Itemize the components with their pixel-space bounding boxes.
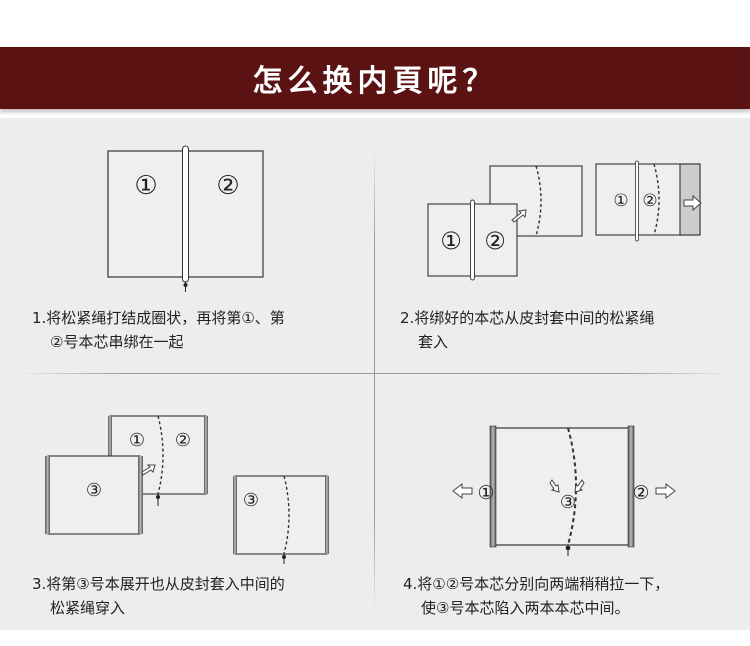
step3-label-two: ② <box>175 430 191 451</box>
step2b-label-one: ① <box>613 191 628 211</box>
arrow-left-icon <box>452 482 473 500</box>
step3-label-three: ③ <box>86 480 102 501</box>
step1-line1: 1.将松紧绳打结成圈状，再将第①、第 <box>32 309 285 327</box>
horizontal-divider <box>20 373 730 374</box>
step3-label-one: ① <box>129 430 145 451</box>
step1-line2: ②号本芯串绑在一起 <box>50 333 184 351</box>
step3-line2: 松紧绳穿入 <box>50 599 126 617</box>
step3-diagram: ① ② ③ ③ <box>45 415 329 564</box>
step2b-label-two: ② <box>642 191 657 211</box>
step4-label-two: ② <box>632 482 649 504</box>
bottom-margin <box>0 630 750 646</box>
step4-label-three: ③ <box>560 492 576 513</box>
step4-text: 4.将①②号本芯分别向两端稍稍拉一下， 使③号本芯陷入两本本芯中间。 <box>403 572 669 620</box>
step3b-label-three: ③ <box>243 490 259 511</box>
title-banner: 怎么换内頁呢？ <box>0 47 750 109</box>
step4-line2: 使③号本芯陷入两本本芯中间。 <box>421 599 630 617</box>
step3-text: 3.将第③号本展开也从皮封套入中间的 松紧绳穿入 <box>32 572 285 620</box>
step1-diagram: ① ② <box>107 145 264 292</box>
step2-diagram: ① ② ① ② <box>427 160 702 281</box>
step4-diagram: ③ ① ② <box>452 425 676 556</box>
step1-label-one: ① <box>134 171 157 201</box>
step2-text: 2.将绑好的本芯从皮封套中间的松紧绳 套入 <box>400 306 654 354</box>
page-title: 怎么换内頁呢？ <box>252 64 498 99</box>
step2-line2: 套入 <box>418 333 449 351</box>
step2-label-one: ① <box>440 227 462 255</box>
step1-label-two: ② <box>216 171 239 201</box>
step1-text: 1.将松紧绳打结成圈状，再将第①、第 ②号本芯串绑在一起 <box>32 306 285 354</box>
vertical-divider <box>374 150 375 610</box>
arrow-right-icon <box>683 194 702 212</box>
arrow-right-icon <box>655 482 676 500</box>
step4-label-one: ① <box>477 482 494 504</box>
step3-line1: 3.将第③号本展开也从皮封套入中间的 <box>32 575 285 593</box>
step4-line1: 4.将①②号本芯分别向两端稍稍拉一下， <box>403 575 670 593</box>
step2-line1: 2.将绑好的本芯从皮封套中间的松紧绳 <box>400 309 655 327</box>
step2-label-two: ② <box>484 227 506 255</box>
arrow-right-icon <box>141 464 156 476</box>
arrow-right-icon <box>511 209 527 223</box>
